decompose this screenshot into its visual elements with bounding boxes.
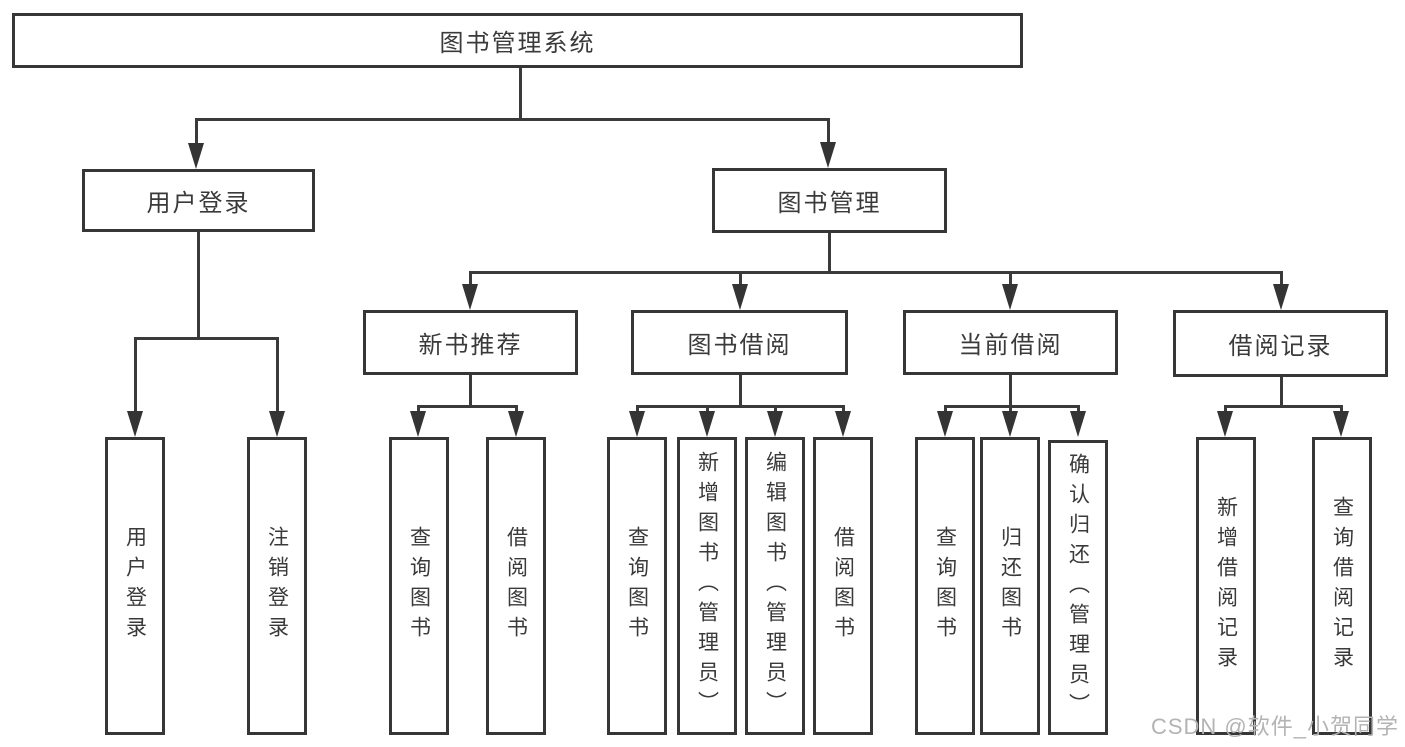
leaf-borrow-books-borrowing: 借阅图书 <box>813 437 873 735</box>
arrowhead-icon <box>410 411 426 437</box>
node-book-management: 图书管理 <box>712 168 947 233</box>
arrowhead-icon <box>1070 411 1086 437</box>
leaf-edit-book-admin: 编辑图书（管理员） <box>745 437 805 735</box>
node-label: 编辑图书（管理员） <box>763 451 787 721</box>
leaf-query-books-borrowing: 查询图书 <box>607 437 667 735</box>
node-label: 借阅记录 <box>1228 333 1333 360</box>
arrowhead-icon <box>269 411 285 437</box>
connector-line <box>636 405 844 408</box>
node-label: 新书推荐 <box>418 332 523 359</box>
node-label: 新增图书（管理员） <box>695 451 719 721</box>
node-label: 用户登录 <box>123 526 147 646</box>
connector-line <box>469 271 472 287</box>
arrowhead-icon <box>1333 411 1349 437</box>
connector-line <box>417 405 420 414</box>
node-label: 用户登录 <box>146 190 251 217</box>
leaf-user-login: 用户登录 <box>105 437 165 735</box>
arrowhead-icon <box>629 411 645 437</box>
leaf-return-book: 归还图书 <box>980 437 1040 735</box>
connector-line <box>1009 405 1012 414</box>
node-label: 查询图书 <box>933 526 957 646</box>
node-label: 查询图书 <box>407 526 431 646</box>
arrowhead-icon <box>508 411 524 437</box>
leaf-confirm-return-admin: 确认归还（管理员） <box>1048 440 1108 735</box>
connector-line <box>469 271 1283 274</box>
leaf-logout: 注销登录 <box>247 437 307 735</box>
connector-line <box>519 68 522 120</box>
node-user-login: 用户登录 <box>82 169 315 232</box>
connector-line <box>195 118 198 146</box>
leaf-add-book-admin: 新增图书（管理员） <box>677 437 737 735</box>
connector-line <box>1009 375 1012 408</box>
leaf-query-books-current: 查询图书 <box>915 437 975 735</box>
connector-line <box>1224 405 1227 414</box>
arrowhead-icon <box>732 284 748 310</box>
connector-line <box>1077 405 1080 414</box>
arrowhead-icon <box>127 411 143 437</box>
connector-line <box>134 337 279 340</box>
connector-line <box>197 232 200 339</box>
connector-line <box>515 405 518 414</box>
connector-line <box>636 405 639 414</box>
connector-line <box>1009 271 1012 287</box>
node-library-management-system: 图书管理系统 <box>12 13 1023 68</box>
arrowhead-icon <box>1217 411 1233 437</box>
node-label: 新增借阅记录 <box>1214 496 1238 676</box>
node-label: 归还图书 <box>998 526 1022 646</box>
arrowhead-icon <box>937 411 953 437</box>
arrowhead-icon <box>1002 284 1018 310</box>
arrowhead-icon <box>1002 411 1018 437</box>
connector-line <box>944 405 947 414</box>
connector-line <box>469 375 472 408</box>
connector-line <box>842 405 845 414</box>
node-label: 图书管理系统 <box>439 30 596 57</box>
node-label: 确认归还（管理员） <box>1066 452 1090 723</box>
node-label: 借阅图书 <box>831 526 855 646</box>
arrowhead-icon <box>767 411 783 437</box>
arrowhead-icon <box>188 143 204 169</box>
connector-line <box>417 405 518 408</box>
connector-line <box>706 405 709 414</box>
node-current-borrowing: 当前借阅 <box>903 310 1118 375</box>
node-label: 图书管理 <box>777 190 882 217</box>
connector-line <box>739 271 742 287</box>
node-borrow-records: 借阅记录 <box>1173 310 1388 377</box>
arrowhead-icon <box>820 142 836 168</box>
node-label: 查询图书 <box>625 526 649 646</box>
leaf-add-borrow-record: 新增借阅记录 <box>1196 437 1256 735</box>
connector-line <box>739 375 742 408</box>
connector-line <box>1280 271 1283 287</box>
arrowhead-icon <box>462 284 478 310</box>
connector-line <box>827 118 830 146</box>
node-label: 图书借阅 <box>687 332 792 359</box>
leaf-query-borrow-record: 查询借阅记录 <box>1312 437 1372 735</box>
arrowhead-icon <box>835 411 851 437</box>
connector-line <box>944 405 1080 408</box>
arrowhead-icon <box>699 411 715 437</box>
arrowhead-icon <box>1273 284 1289 310</box>
connector-line <box>1224 405 1343 408</box>
connector-line <box>276 337 279 414</box>
connector-line <box>1280 377 1283 408</box>
leaf-query-books-recommend: 查询图书 <box>389 437 449 735</box>
node-label: 查询借阅记录 <box>1330 496 1354 676</box>
node-label: 注销登录 <box>265 526 289 646</box>
connector-line <box>134 337 137 414</box>
node-label: 借阅图书 <box>504 526 528 646</box>
leaf-borrow-books-recommend: 借阅图书 <box>486 437 546 735</box>
node-label: 当前借阅 <box>958 332 1063 359</box>
connector-line <box>1340 405 1343 414</box>
connector-line <box>195 118 830 121</box>
csdn-watermark: CSDN @软件_小贺同学 <box>1150 714 1399 739</box>
connector-line <box>828 233 831 273</box>
node-new-book-recommendation: 新书推荐 <box>363 310 578 375</box>
connector-line <box>774 405 777 414</box>
node-book-borrowing: 图书借阅 <box>631 310 848 375</box>
